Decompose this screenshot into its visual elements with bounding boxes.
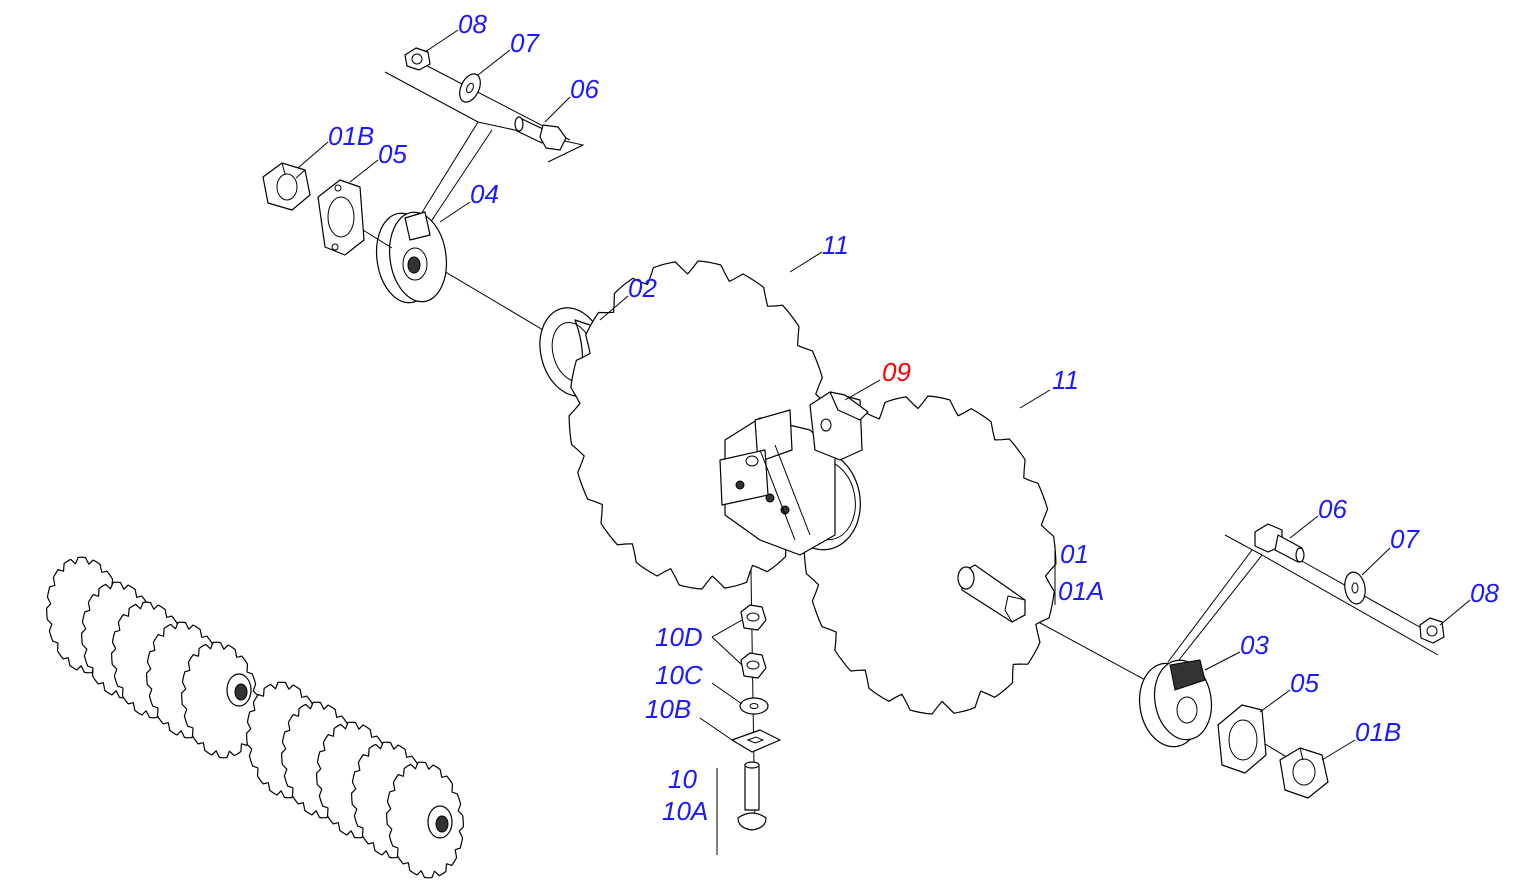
label-03: 03 [1240,630,1269,660]
nut-10D-upper [740,604,767,631]
label-10B: 10B [645,694,691,724]
label-01B-right: 01B [1355,717,1401,747]
label-06-top: 06 [570,74,599,104]
label-11-left: 11 [822,230,849,260]
nut-08-top [404,47,431,71]
label-10D: 10D [655,622,703,652]
label-01: 01 [1060,539,1089,569]
nut-01B-top [262,162,311,211]
bracket-09 [719,391,869,556]
carriage-bolt-10 [737,761,767,831]
nut-08-right [1419,617,1445,644]
label-08-right: 08 [1470,578,1499,608]
bearing-housing-03 [1138,659,1213,748]
label-05-right: 05 [1290,668,1319,698]
label-07-right: 07 [1390,524,1420,554]
axis-segment [362,229,393,249]
washer-10C [739,697,769,715]
bearing-housing-04 [375,211,448,304]
label-11-right: 11 [1052,365,1079,395]
inset-disc [181,641,259,759]
label-05-top: 05 [378,139,407,169]
inset-hub-1 [226,673,252,707]
disc-gang-inset [45,556,464,879]
square-washer-10B [731,729,781,753]
label-02: 02 [628,273,657,303]
inset-hub-2 [427,805,453,839]
bolt-06-right [1254,523,1305,563]
part-labels: 08 07 06 01B 05 04 02 11 09 11 06 07 08 … [328,9,1499,826]
nut-10D-lower [740,652,767,679]
bolt-06-top [514,116,567,151]
label-01A: 01A [1058,576,1104,606]
inset-disc [386,761,464,879]
label-09: 09 [882,357,911,387]
plate-05-top [317,179,365,256]
label-04: 04 [470,179,499,209]
label-10: 10 [668,764,697,794]
label-08-top: 08 [458,9,487,39]
label-01B-top: 01B [328,121,374,151]
label-07-top: 07 [510,28,540,58]
label-leaders [297,29,1471,855]
disc-11-right [803,395,1057,715]
label-10C: 10C [655,660,703,690]
plate-05-right [1217,704,1267,774]
washer-07-top [459,73,481,103]
nut-01B-right [1279,747,1329,799]
label-06-right: 06 [1318,494,1347,524]
washer-07-right [1344,571,1366,605]
shaft-01 [957,564,1026,623]
label-10A: 10A [662,796,708,826]
